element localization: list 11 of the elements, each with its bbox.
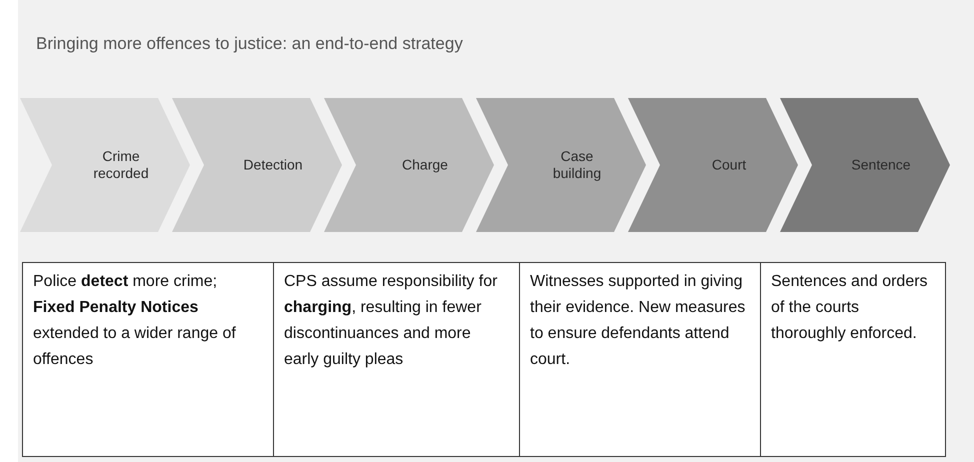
description-text: CPS assume responsibility for charging, resulting in fewer discontinuances and more early guilty pleas	[274, 263, 520, 456]
description-text: Police detect more crime; Fixed Penalty Notices extended to a wider range of offences	[23, 263, 274, 456]
step-label: Charge	[402, 156, 448, 174]
step-label: Sentence	[851, 156, 911, 174]
step-label: Court	[712, 156, 746, 174]
step-label: Crime recorded	[92, 148, 150, 182]
description-text: Sentences and orders of the courts thoroughly enforced.	[770, 272, 929, 344]
diagram-title: Bringing more offences to justice: an end-to-end strategy	[36, 34, 463, 54]
step-label: Case building	[552, 148, 602, 182]
description-text: Witnesses supported in giving their evidence. New measures to ensure defendants attend court.	[520, 263, 761, 456]
step-label: Detection	[243, 156, 303, 174]
